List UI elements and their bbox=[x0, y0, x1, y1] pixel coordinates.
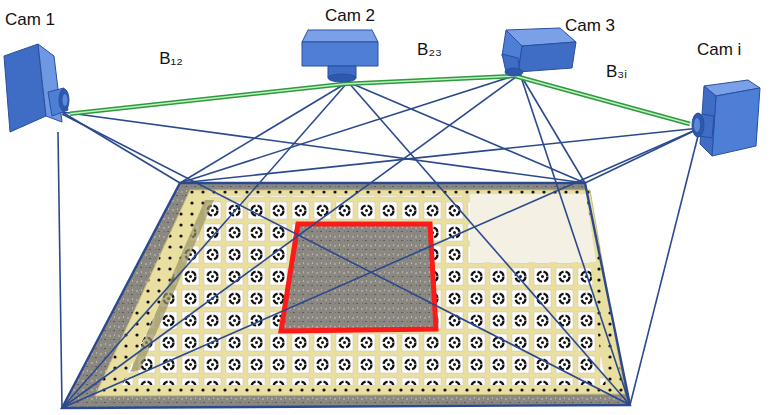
baseline-label: B₁₂ bbox=[159, 49, 183, 69]
marker-band bbox=[122, 196, 606, 385]
white-sheet bbox=[470, 194, 596, 262]
baseline-label: B₂₃ bbox=[417, 40, 442, 60]
baseline-connector bbox=[344, 76, 515, 84]
baseline-line-core bbox=[70, 84, 344, 114]
baseline-line bbox=[515, 76, 690, 124]
sight-line bbox=[62, 74, 520, 408]
baseline-connector bbox=[515, 76, 690, 124]
baseline-line-core bbox=[344, 76, 515, 84]
camera-label: Cam 2 bbox=[325, 6, 375, 26]
camera-symbol bbox=[488, 28, 578, 76]
sight-line bbox=[630, 128, 700, 405]
sight-line bbox=[62, 112, 585, 183]
camera-node: Cam i bbox=[690, 80, 762, 160]
yellow-board bbox=[95, 190, 625, 396]
camera-label: Cam i bbox=[697, 40, 741, 60]
camera-symbol bbox=[2, 42, 70, 134]
sight-line bbox=[58, 132, 62, 408]
camera-symbol bbox=[690, 80, 762, 160]
sight-line bbox=[180, 74, 520, 183]
asphalt-ground bbox=[62, 183, 630, 408]
baseline-line bbox=[70, 84, 344, 114]
sight-line bbox=[348, 82, 585, 183]
camera-label: Cam 3 bbox=[565, 16, 615, 36]
board-photo bbox=[62, 183, 630, 408]
baseline-line bbox=[344, 76, 515, 84]
sight-line bbox=[520, 74, 630, 405]
sight-line bbox=[348, 82, 630, 405]
camera-symbol bbox=[300, 28, 380, 84]
baseline-label: B₃ᵢ bbox=[606, 62, 627, 82]
camera-label: Cam 1 bbox=[5, 10, 55, 30]
camera-node: Cam 1 bbox=[2, 42, 70, 134]
sight-line bbox=[62, 82, 348, 408]
camera-node: Cam 3 bbox=[488, 28, 578, 76]
sight-lines bbox=[58, 74, 700, 408]
sight-line bbox=[180, 128, 700, 183]
sight-line bbox=[62, 114, 630, 405]
board-outline bbox=[62, 183, 630, 408]
sight-line bbox=[62, 128, 700, 408]
baseline-line-core bbox=[515, 76, 690, 124]
camera-node: Cam 2 bbox=[300, 28, 380, 84]
baseline-connector bbox=[70, 84, 344, 114]
